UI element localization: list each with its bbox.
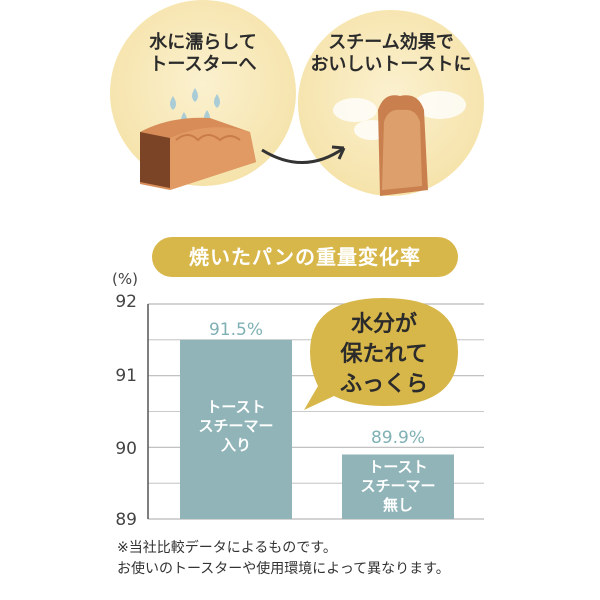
left-caption-line: トースターへ (149, 54, 257, 75)
bar-category-label: トースト スチーマー 無し (342, 458, 454, 515)
bar-category-line: 無し (382, 496, 413, 514)
bread-loaf-icon (140, 117, 256, 190)
footnote: ※当社比較データによるものです。 (117, 540, 337, 556)
callout-line: 保たれて (340, 342, 428, 367)
chart-title: 焼いたパンの重量変化率 (152, 237, 458, 277)
bar-category-line: スチーマー (360, 477, 436, 495)
bar-value-label: 89.9% (370, 428, 425, 448)
right-caption: スチーム効果で おいしいトーストに (298, 32, 484, 76)
y-tick-label: 89 (115, 510, 137, 530)
bar-category-line: トースト (206, 398, 266, 416)
toast-illustrations (140, 88, 466, 196)
bar-category-line: スチーマー (198, 417, 274, 435)
bar-value-label: 91.5% (208, 320, 263, 340)
bar-category-line: 入り (220, 436, 251, 454)
callout-text: 水分が 保たれて ふっくら (318, 310, 450, 400)
left-caption: 水に濡らして トースターへ (110, 32, 296, 76)
y-tick-label: 92 (115, 292, 137, 312)
y-tick-label: 91 (115, 366, 137, 386)
callout-line: 水分が (350, 312, 417, 337)
bar-category-label: トースト スチーマー 入り (180, 398, 292, 455)
right-caption-line: おいしいトーストに (310, 54, 472, 75)
callout-line: ふっくら (339, 372, 428, 397)
bar-category-line: トースト (368, 458, 428, 476)
y-tick-label: 90 (115, 439, 137, 459)
toasted-bread-icon (378, 95, 428, 196)
y-axis-unit: (%) (112, 270, 138, 288)
steam-icon (333, 91, 466, 140)
left-caption-line: 水に濡らして (149, 32, 257, 53)
footnote: お使いのトースターや使用環境によって異なります。 (117, 561, 450, 577)
right-caption-line: スチーム効果で (328, 32, 454, 53)
bar (342, 454, 454, 519)
arrow-icon (261, 146, 345, 164)
bar (180, 339, 292, 519)
